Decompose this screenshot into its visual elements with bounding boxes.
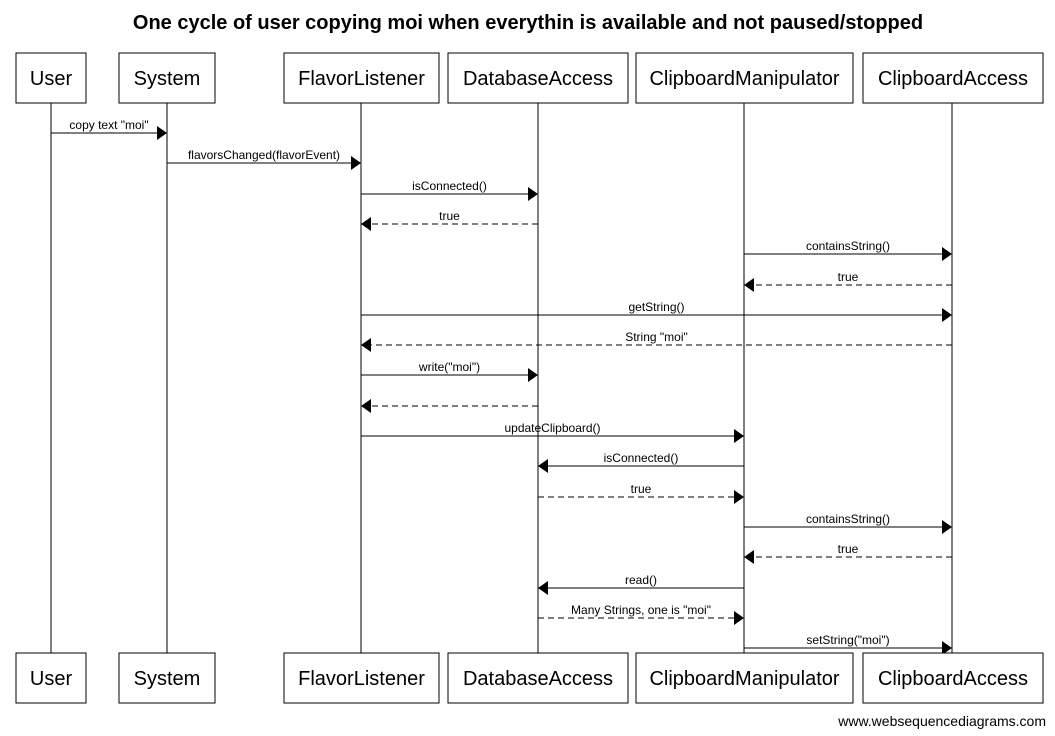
message-18: setString("moi") — [744, 633, 952, 655]
arrowhead — [361, 338, 371, 352]
message-label: true — [631, 482, 652, 496]
message-5: containsString() — [744, 239, 952, 261]
message-16: read() — [538, 573, 744, 595]
message-label: containsString() — [806, 512, 890, 526]
message-11: updateClipboard() — [361, 421, 744, 443]
participant-label: ClipboardAccess — [878, 668, 1028, 690]
participants-top: User System FlavorListener DatabaseAccess Cl… — [15, 52, 1044, 104]
message-label: String "moi" — [625, 330, 688, 344]
participant-db-bottom: DatabaseAccess — [447, 652, 629, 704]
message-label: getString() — [628, 300, 684, 314]
participant-ca-top: ClipboardAccess — [862, 52, 1044, 104]
participant-label: DatabaseAccess — [463, 668, 613, 690]
arrowhead — [528, 187, 538, 201]
message-label: true — [838, 542, 859, 556]
participant-box — [283, 652, 440, 704]
message-4: true — [361, 209, 538, 231]
participant-label: ClipboardManipulator — [649, 668, 839, 690]
participant-user-top: User — [15, 52, 87, 104]
message-6: true — [744, 270, 952, 292]
participant-label: FlavorListener — [298, 68, 425, 90]
message-label: setString("moi") — [806, 633, 889, 647]
message-1: copy text "moi" — [51, 118, 167, 140]
participant-user-bottom: User — [15, 652, 87, 704]
message-label: Many Strings, one is "moi" — [571, 603, 711, 617]
participant-flavor-bottom: FlavorListener — [283, 652, 440, 704]
message-label: copy text "moi" — [69, 118, 148, 132]
arrowhead — [744, 550, 754, 564]
arrowhead — [538, 581, 548, 595]
message-label: flavorsChanged(flavorEvent) — [188, 148, 340, 162]
message-label: containsString() — [806, 239, 890, 253]
arrowhead — [734, 429, 744, 443]
arrowhead — [942, 308, 952, 322]
message-9: write("moi") — [361, 360, 538, 382]
message-label: updateClipboard() — [504, 421, 600, 435]
message-14: containsString() — [744, 512, 952, 534]
participant-db-top: DatabaseAccess — [447, 52, 629, 104]
arrowhead — [361, 399, 371, 413]
participant-flavor-top: FlavorListener — [283, 52, 440, 104]
arrowhead — [351, 156, 361, 170]
arrowhead — [942, 641, 952, 655]
message-7: getString() — [361, 300, 952, 322]
arrowhead — [734, 490, 744, 504]
arrowhead — [361, 217, 371, 231]
participant-ca-bottom: ClipboardAccess — [862, 652, 1044, 704]
message-label: isConnected() — [604, 451, 679, 465]
participant-box — [283, 52, 440, 104]
participant-system-top: System — [118, 52, 216, 104]
message-label: isConnected() — [412, 179, 487, 193]
messages: copy text "moi" flavorsChanged(flavorEven… — [51, 118, 952, 655]
participant-label: DatabaseAccess — [463, 68, 613, 90]
participant-label: System — [134, 668, 201, 690]
participant-label: User — [30, 668, 73, 690]
message-label: write("moi") — [418, 360, 480, 374]
participant-box — [635, 52, 854, 104]
message-15: true — [744, 542, 952, 564]
participant-box — [862, 52, 1044, 104]
arrowhead — [744, 278, 754, 292]
message-10 — [361, 399, 538, 413]
message-8: String "moi" — [361, 330, 952, 352]
credit-text: www.websequencediagrams.com — [837, 713, 1046, 729]
message-label: true — [838, 270, 859, 284]
arrowhead — [734, 611, 744, 625]
message-17: Many Strings, one is "moi" — [538, 603, 744, 625]
arrowhead — [538, 459, 548, 473]
participant-system-bottom: System — [118, 652, 216, 704]
message-label: read() — [625, 573, 657, 587]
message-label: true — [439, 209, 460, 223]
participant-box — [15, 652, 87, 704]
arrowhead — [942, 247, 952, 261]
participants-bottom: User System FlavorListener DatabaseAccess Cl… — [15, 652, 1044, 704]
participant-label: User — [30, 68, 73, 90]
participant-box — [862, 652, 1044, 704]
participant-label: System — [134, 68, 201, 90]
message-3: isConnected() — [361, 179, 538, 201]
participant-label: ClipboardManipulator — [649, 68, 839, 90]
message-13: true — [538, 482, 744, 504]
participant-box — [447, 652, 629, 704]
diagram-title: One cycle of user copying moi when every… — [133, 12, 923, 34]
arrowhead — [157, 126, 167, 140]
arrowhead — [942, 520, 952, 534]
participant-label: ClipboardAccess — [878, 68, 1028, 90]
arrowhead — [528, 368, 538, 382]
participant-box — [447, 52, 629, 104]
participant-box — [118, 52, 216, 104]
lifelines — [50, 103, 953, 653]
participant-label: FlavorListener — [298, 668, 425, 690]
participant-box — [118, 652, 216, 704]
participant-cm-top: ClipboardManipulator — [635, 52, 854, 104]
participant-box — [15, 52, 87, 104]
message-2: flavorsChanged(flavorEvent) — [167, 148, 361, 170]
participant-cm-bottom: ClipboardManipulator — [635, 652, 854, 704]
participant-box — [635, 652, 854, 704]
message-12: isConnected() — [538, 451, 744, 473]
